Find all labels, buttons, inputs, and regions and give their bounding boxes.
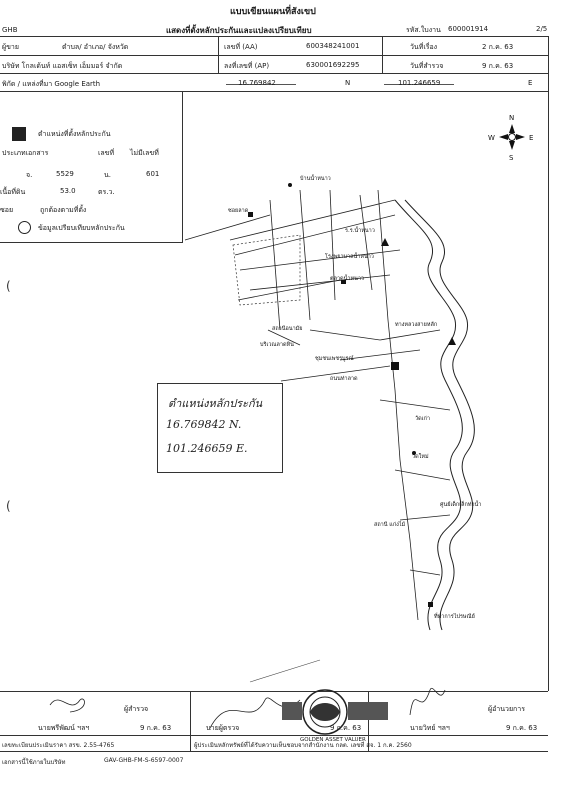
info-r3-lat: 16.769842 xyxy=(238,79,276,87)
info-r3-source: พิกัด / แหล่งที่มา Google Earth xyxy=(2,80,101,88)
info-r1-field1-value: ตำบล/ อำเภอ/ จังหวัด xyxy=(62,43,129,51)
legend-soi-value: ถูกต้องตามที่ตั้ง xyxy=(40,206,87,214)
handwritten-line3: 101.246659 E. xyxy=(166,442,248,455)
map-label-0: บ้านน้ำหนาว xyxy=(300,174,331,182)
info-r2-field3-value: 9 ก.ค. 63 xyxy=(482,62,514,70)
form-code-left: GHB xyxy=(2,26,18,34)
map-label-1: ซอยลาด xyxy=(228,207,249,214)
bottom-code: GAV-GHB-FM-S-6597-0007 xyxy=(104,757,184,764)
handwritten-line1: ตำแหน่งหลักประกัน xyxy=(168,397,263,410)
license-mid: ผู้ประเมินหลักทรัพย์ที่ได้รับความเห็นชอบ… xyxy=(194,742,412,749)
legend-soi-label: ซอย xyxy=(0,206,14,214)
svg-text:(: ( xyxy=(6,279,11,293)
map-label-10: วัดเก่า xyxy=(415,415,430,422)
map-label-3: โรงพยาบาลน้ำหนาว xyxy=(325,252,374,260)
info-r2-field2-label: ลงที่เลขที่ (AP) xyxy=(224,62,270,70)
map-label-2: ร.ร.น้ำหนาว xyxy=(345,226,375,234)
info-r3-lon: 101.246659 xyxy=(398,79,441,87)
legend-r1-unit: น. xyxy=(104,171,112,179)
map-label-13: ศูนย์เด็กเล็กท่าน้ำ xyxy=(440,500,481,508)
svg-text:(: ( xyxy=(6,499,11,513)
ref-label: รหัส.ใบงาน xyxy=(406,26,441,34)
info-r1-field1: ผู้ขาย xyxy=(2,43,19,51)
form-title: แบบเขียนแผนที่สังเขป xyxy=(230,7,316,17)
compass-icon xyxy=(499,124,525,150)
seal-text: GOLDEN ASSET VALUER xyxy=(300,737,366,743)
compass-w: W xyxy=(488,134,495,142)
legend-header-no: เลขที่ xyxy=(98,149,115,157)
legend-header-none: ไม่มีเลขที่ xyxy=(130,149,159,157)
handwritten-line2: 16.769842 N. xyxy=(166,418,242,431)
ref-value: 600001914 xyxy=(448,25,489,33)
compass-n: N xyxy=(509,114,514,122)
info-r3-lon-dir: E xyxy=(528,79,533,87)
sign3-role: ผู้อำนวยการ xyxy=(488,705,525,713)
legend-comparison: ข้อมูลเปรียบเทียบหลักประกัน xyxy=(38,224,125,232)
handwritten-note: ตำแหน่งหลักประกัน 16.769842 N. 101.24665… xyxy=(157,383,283,473)
bottom-left: เอกสารนี้ใช้ภายในบริษัท xyxy=(2,759,66,766)
sign1-date: 9 ก.ค. 63 xyxy=(140,724,172,732)
info-r1-field2-label: เลขที่ (AA) xyxy=(224,43,258,51)
map-label-9: ถนนท่าลาด xyxy=(330,376,358,382)
map-label-14: ที่ทำการไปรษณีย์ xyxy=(434,612,475,620)
legend-title: ตำแหน่งที่ตั้งหลักประกัน xyxy=(38,130,111,138)
form-subtitle: แสดงที่ตั้งหลักประกันและแปลงเปรียบเทียบ xyxy=(166,26,312,35)
legend-header-doc: ประเภทเอกสาร xyxy=(2,149,49,157)
info-r2-field2-value: 630001692295 xyxy=(306,61,360,69)
legend-area-label: เนื้อที่ดิน xyxy=(0,188,26,196)
map-label-6: บริเวณลาดหิน xyxy=(260,341,294,348)
sign2-role: นายผู้ตรวจ xyxy=(206,724,240,732)
map-label-12: สถานี แก่งไม้ xyxy=(374,521,406,528)
map-label-5: สถานีอนามัย xyxy=(272,325,303,332)
sign1-name: นายพรีพัฒน์ ฯลฯ xyxy=(38,724,90,732)
legend-area-value: 53.0 xyxy=(60,187,76,195)
info-r1-field3-label: วันที่เรื่อง xyxy=(410,43,438,51)
collateral-marker-icon xyxy=(391,362,399,370)
map-label-4: ตลาดน้ำหนาว xyxy=(330,274,364,282)
legend-marker-icon xyxy=(12,127,26,141)
legend-box xyxy=(0,91,183,243)
info-r1-field2-value: 600348241001 xyxy=(306,42,360,50)
license-left: เลขทะเบียนประเมินราคา สรข. 2.55-4765 xyxy=(2,742,115,749)
compass-e: E xyxy=(529,134,533,142)
map-label-8: ชุมชนเพชรบูรณ์ xyxy=(315,355,354,362)
legend-r1-none: 601 xyxy=(146,170,160,178)
info-r3-lat-dir: N xyxy=(345,79,351,87)
legend-area-unit: ตร.ว. xyxy=(98,188,115,196)
info-r2-field3-label: วันที่สำรวจ xyxy=(410,62,444,70)
map-label-7: ทางหลวงสายหลัก xyxy=(395,321,437,328)
map-label-11: วัดใหม่ xyxy=(412,453,429,460)
sign3-date: 9 ก.ค. 63 xyxy=(506,724,538,732)
sign2-date: 9 ก.ค. 63 xyxy=(330,724,362,732)
legend-r1-no: 5529 xyxy=(56,170,74,178)
info-r2-field1: บริษัท โกลเด้นท์ แอสเซ็ท เอ็มมอร์ จำกัด xyxy=(2,62,123,70)
sign1-role: ผู้สำรวจ xyxy=(124,705,149,713)
river-line xyxy=(394,199,463,631)
legend-r1-type: จ. xyxy=(26,171,33,179)
sign3-name: นายวิทย์ ฯลฯ xyxy=(410,724,450,732)
compass-s: S xyxy=(509,154,514,162)
legend-circle-icon xyxy=(18,221,31,234)
page-number: 2/5 xyxy=(536,25,548,33)
info-r1-field3-value: 2 ก.ค. 63 xyxy=(482,43,514,51)
